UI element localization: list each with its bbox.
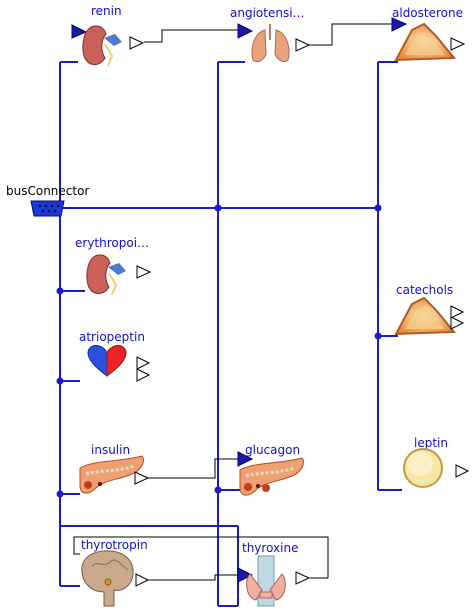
catechols-output-port-2 xyxy=(450,316,465,330)
thyroxine-output-port xyxy=(295,571,311,585)
brain-icon xyxy=(81,550,134,607)
lungs-icon xyxy=(251,29,267,63)
glucagon-block[interactable]: glucagon xyxy=(237,443,305,496)
angiotensin-block[interactable]: angiotensi… xyxy=(230,6,311,63)
bus-connector[interactable]: busConnector xyxy=(6,184,89,217)
pancreas-icon xyxy=(79,455,145,494)
thyroxine-block[interactable]: thyroxine xyxy=(237,541,311,607)
atriopeptin-block[interactable]: atriopeptin xyxy=(79,330,151,382)
thyrotropin-label: thyrotropin xyxy=(81,538,148,552)
pancreas-icon xyxy=(239,457,305,496)
atriopeptin-output-port-1 xyxy=(136,356,151,370)
junction-dot xyxy=(374,332,382,340)
thyroxine-input-port xyxy=(237,567,254,583)
junction-dot xyxy=(56,377,64,385)
renin-input-port xyxy=(71,24,88,39)
heart-icon xyxy=(87,344,108,377)
kidney-icon xyxy=(86,254,111,294)
junction-dot xyxy=(56,490,64,498)
renin-label: renin xyxy=(91,4,122,18)
junction-dot xyxy=(374,204,382,212)
glucagon-label: glucagon xyxy=(245,443,300,457)
catechols-block[interactable]: catechols xyxy=(394,283,465,336)
junction-dot xyxy=(214,486,222,494)
angiotensin-output-port xyxy=(295,38,311,52)
angiotensin-label: angiotensi… xyxy=(230,6,305,20)
junction-dot xyxy=(214,204,222,212)
thyrotropin-block[interactable]: thyrotropin xyxy=(81,538,150,607)
insulin-output-port xyxy=(134,471,150,485)
aldosterone-input-port xyxy=(391,17,408,32)
insulin-label: insulin xyxy=(91,443,130,457)
aldosterone-block[interactable]: aldosterone xyxy=(391,6,466,62)
kidney-icon xyxy=(82,25,107,65)
catechols-label: catechols xyxy=(396,283,453,297)
atriopeptin-output-port-2 xyxy=(136,368,151,382)
aldosterone-label: aldosterone xyxy=(392,6,463,20)
erythropoietin-label: erythropoi… xyxy=(75,236,149,250)
leptin-block[interactable]: leptin xyxy=(403,436,470,488)
renin-output-port xyxy=(129,36,145,50)
thyroxine-label: thyroxine xyxy=(242,541,298,555)
insulin-block[interactable]: insulin xyxy=(79,443,150,494)
junction-dot xyxy=(56,287,64,295)
catechols-output-port-1 xyxy=(450,305,465,319)
erythropoietin-block[interactable]: erythropoi… xyxy=(75,236,152,296)
atriopeptin-label: atriopeptin xyxy=(79,330,145,344)
renin-block[interactable]: renin xyxy=(71,4,145,67)
bus-junctions xyxy=(56,204,382,498)
bus-connector-label: busConnector xyxy=(6,184,89,198)
angiotensin-input-port xyxy=(237,23,254,39)
bus-connector-icon xyxy=(30,200,65,217)
aldosterone-output-port xyxy=(450,37,466,51)
leptin-label: leptin xyxy=(414,436,448,450)
signal-wiring xyxy=(73,23,396,581)
erythropoietin-output-port xyxy=(136,265,152,279)
leptin-output-port xyxy=(455,464,470,478)
thyrotropin-output-port xyxy=(135,573,150,587)
glucagon-input-port xyxy=(237,451,254,467)
